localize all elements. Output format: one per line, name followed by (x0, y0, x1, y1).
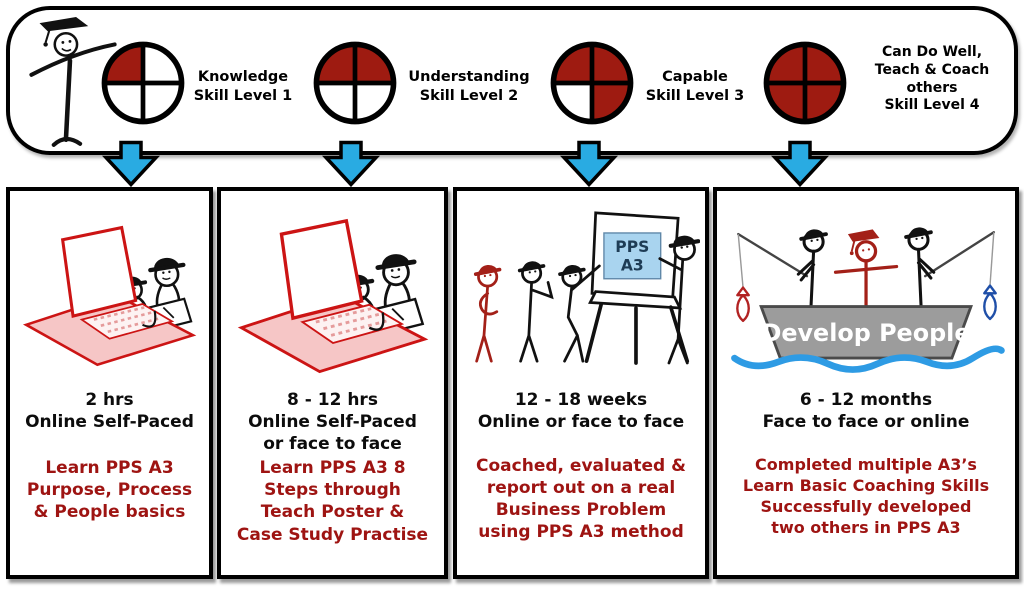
skill-level-1-label: Knowledge Skill Level 1 (182, 68, 304, 106)
detail-line: Coached, evaluated & (476, 456, 686, 477)
duration-line: Online Self-Paced (248, 412, 417, 433)
detail-line: Case Study Practise (236, 524, 429, 545)
skill-legend-box: Knowledge Skill Level 1 Understanding Sk… (6, 6, 1018, 155)
stage-2-panel: 8 - 12 hrs Online Self-Paced or face to … (217, 187, 448, 579)
skill-level-4-pie-icon (763, 41, 847, 125)
duration-line: Online Self-Paced (25, 412, 194, 433)
detail-line: Successfully developed (760, 496, 972, 516)
skill-level-3-label: Capable Skill Level 3 (634, 68, 756, 106)
graduate-stick-figure-icon (29, 17, 117, 147)
detail-line: Steps through (264, 480, 401, 501)
skill-level-3-pie-icon (550, 41, 634, 125)
skill-label-line: Can Do Well, (881, 44, 983, 60)
stage-2-duration: 8 - 12 hrs Online Self-Paced or face to … (248, 389, 417, 455)
duration-line: 8 - 12 hrs (287, 390, 378, 410)
duration-line: 6 - 12 months (799, 390, 933, 410)
skill-label-line: others (906, 79, 958, 96)
team-at-laptop-illustration (228, 196, 438, 377)
detail-line: Learn PPS A3 8 (259, 458, 406, 479)
down-arrow-icon (322, 140, 380, 187)
detail-line: two others in PPS A3 (771, 517, 961, 537)
down-arrow-icon (771, 140, 829, 187)
duration-line: 2 hrs (85, 390, 134, 410)
detail-line: using PPS A3 method (478, 522, 684, 543)
detail-line: Learn Basic Coaching Skills (742, 475, 990, 495)
skill-label-line: Teach & Coach (874, 61, 990, 78)
stage-4-illustration (717, 191, 1015, 379)
skill-label-line: Skill Level 3 (645, 87, 745, 104)
duration-line: or face to face (263, 434, 402, 455)
stage-2-illustration (221, 191, 444, 379)
detail-line: Business Problem (495, 500, 667, 521)
stage-1-panel: 2 hrs Online Self-Paced Learn PPS A3 Pur… (6, 187, 213, 579)
detail-line: Learn PPS A3 (45, 458, 174, 479)
skill-label-line: Skill Level 2 (419, 87, 519, 104)
develop-people-boat-illustration (723, 196, 1009, 377)
stage-3-duration: 12 - 18 weeks Online or face to face (478, 389, 684, 433)
stage-4-duration: 6 - 12 months Face to face or online (763, 389, 970, 433)
detail-line: Purpose, Process (26, 480, 193, 501)
stage-1-illustration (10, 191, 209, 379)
coaching-at-easel-illustration (462, 200, 700, 374)
skill-level-1-pie-icon (101, 41, 185, 125)
stage-3-illustration (457, 191, 705, 379)
skill-label-line: Skill Level 4 (884, 97, 980, 114)
stage-4-panel: 6 - 12 months Face to face or online Com… (713, 187, 1019, 579)
down-arrow-icon (102, 140, 160, 187)
skill-level-2-pie-icon (313, 41, 397, 125)
skill-label-line: Knowledge (197, 69, 289, 85)
stage-3-description: Coached, evaluated & report out on a rea… (476, 455, 686, 543)
detail-line: Completed multiple A3’s (755, 455, 977, 475)
team-at-laptop-illustration (14, 205, 205, 370)
down-arrow-icon (560, 140, 618, 187)
stage-1-duration: 2 hrs Online Self-Paced (25, 389, 194, 433)
skill-label-line: Capable (662, 69, 728, 85)
stage-1-description: Learn PPS A3 Purpose, Process & People b… (27, 457, 192, 523)
stage-2-description: Learn PPS A3 8 Steps through Teach Poste… (237, 457, 428, 545)
detail-line: Teach Poster & (260, 502, 405, 523)
detail-line: report out on a real (486, 478, 676, 499)
duration-line: 12 - 18 weeks (514, 390, 648, 410)
stage-4-description: Completed multiple A3’s Learn Basic Coac… (743, 455, 989, 538)
skill-label-line: Understanding (408, 69, 530, 85)
stage-3-panel: 12 - 18 weeks Online or face to face Coa… (453, 187, 709, 579)
skill-label-line: Skill Level 1 (193, 87, 293, 104)
detail-line: & People basics (33, 502, 186, 523)
skill-level-2-label: Understanding Skill Level 2 (396, 68, 542, 106)
skill-level-4-label: Can Do Well, Teach & Coach others Skill … (848, 44, 1016, 115)
duration-line: Face to face or online (762, 412, 970, 433)
duration-line: Online or face to face (477, 412, 685, 433)
